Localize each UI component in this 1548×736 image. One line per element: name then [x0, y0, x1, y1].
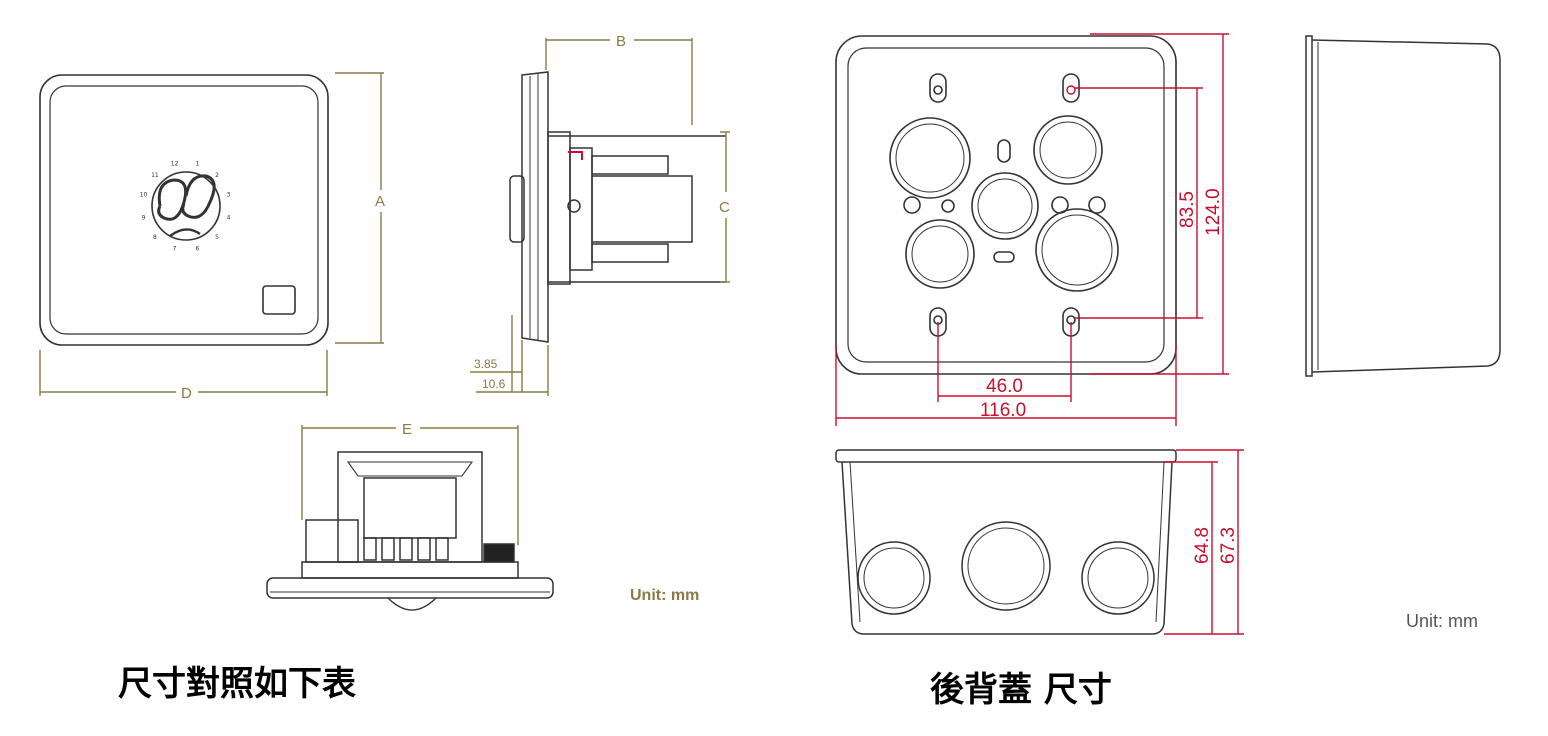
dimension-label-b: B [616, 33, 626, 50]
dial-tick-label: 11 [151, 172, 159, 179]
back-cover-inner [847, 47, 1165, 363]
dial-tick-label: 5 [215, 234, 219, 241]
bottom-base-plate [266, 577, 554, 599]
bottom-view-dimensions [301, 425, 519, 545]
dimension-value-10-6: 10.6 [482, 377, 506, 391]
side-view-red-marker [568, 151, 583, 160]
unit-label-left: Unit: mm [630, 587, 699, 604]
front-panel-outer [39, 74, 329, 346]
side-view-dimensions [470, 38, 730, 396]
knockout-hole-1 [889, 117, 971, 199]
side-knockout-3 [1081, 541, 1155, 615]
dial-tick-label: 1 [195, 161, 199, 168]
caption-back-cover-dimensions: 後背蓋 尺寸 [930, 670, 1112, 710]
dimension-height: 124.0 [1203, 188, 1224, 236]
dimension-label-c: C [719, 199, 730, 216]
front-panel-inner [49, 85, 319, 335]
dial-tick-label: 7 [173, 246, 177, 253]
front-view-dimensions [39, 72, 384, 396]
dimension-hole-spacing-h: 46.0 [986, 376, 1023, 397]
back-cover-depth-dimensions [1164, 449, 1244, 635]
back-cover-bottom-view [835, 449, 1177, 635]
dimension-label-e: E [402, 421, 412, 438]
dial-tick-label: 12 [171, 161, 179, 168]
knockout-hole-5 [1035, 208, 1119, 292]
knockout-hole-2 [1033, 115, 1103, 185]
caption-dimension-table: 尺寸對照如下表 [118, 664, 356, 704]
side-knob [509, 175, 525, 243]
dimension-depth-inner: 64.8 [1192, 527, 1213, 564]
dial-tick-label: 8 [153, 234, 157, 241]
dial-tick-label: 2 [215, 172, 219, 179]
side-body [591, 175, 693, 243]
dial-tick-label: 4 [227, 214, 231, 221]
bottom-terminal [483, 543, 515, 563]
dimension-label-a: A [375, 193, 385, 210]
bottom-connector [305, 519, 359, 563]
knockout-hole-3 [971, 172, 1039, 240]
back-cover-box [841, 461, 1173, 635]
back-cover-side-profile [1305, 35, 1501, 377]
back-cover-rim [835, 449, 1177, 463]
knockout-hole-4 [905, 219, 975, 289]
bottom-view [266, 451, 554, 611]
dimension-hole-spacing-v: 83.5 [1177, 191, 1198, 228]
bottom-body [337, 451, 483, 563]
dial-tick-label: 3 [227, 192, 231, 199]
dimension-width: 116.0 [980, 400, 1026, 421]
timer-dial [151, 171, 221, 241]
dimension-depth-outer: 67.3 [1218, 527, 1239, 564]
side-knockout-1 [857, 541, 931, 615]
unit-label-right: Unit: mm [1406, 611, 1478, 631]
back-cover-front [835, 35, 1177, 375]
dial-tick-label: 6 [195, 246, 199, 253]
side-view [509, 71, 726, 343]
side-panel-face [521, 71, 549, 343]
dimension-label-d: D [181, 385, 192, 402]
back-cover-outer [835, 35, 1177, 375]
dimension-value-3-85: 3.85 [474, 357, 498, 371]
indicator-square [262, 285, 296, 315]
side-knockout-2 [961, 521, 1051, 611]
dial-tick-label: 10 [140, 192, 148, 199]
back-cover-dimensions [835, 33, 1229, 426]
dial-tick-label: 9 [142, 214, 146, 221]
mount-slot-tl [929, 73, 947, 103]
